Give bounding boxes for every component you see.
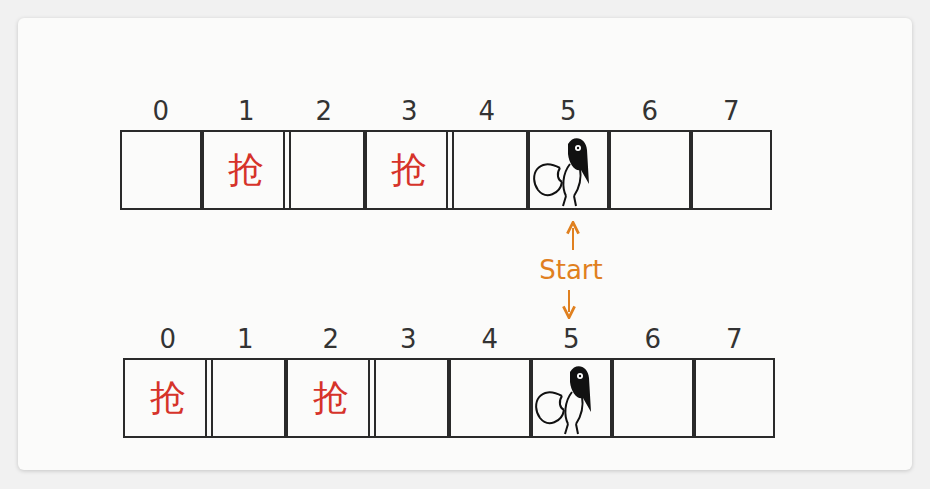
array-cell: 5 <box>531 358 613 438</box>
index-number: 2 <box>285 96 363 126</box>
rob-mark: 抢 <box>367 146 453 195</box>
index-number: 6 <box>611 96 689 126</box>
start-arrow <box>568 290 570 312</box>
array-cell: 6 <box>612 358 694 438</box>
array-cell: 6 <box>609 130 691 210</box>
index-number: 4 <box>448 96 526 126</box>
index-number: 0 <box>122 96 200 126</box>
index-number: 1 <box>204 96 290 126</box>
index-number: 1 <box>207 324 285 354</box>
rob-mark: 抢 <box>125 374 211 423</box>
index-number: 5 <box>533 324 611 354</box>
start-label: Start <box>537 255 605 285</box>
array-cell: 2 <box>283 130 365 210</box>
array-cell: 2抢 <box>286 358 376 438</box>
array-cell: 7 <box>694 358 776 438</box>
rob-mark: 抢 <box>288 374 374 423</box>
thief-figure <box>536 366 591 434</box>
rob-mark: 抢 <box>204 146 290 195</box>
index-number: 3 <box>370 324 448 354</box>
index-number: 4 <box>451 324 529 354</box>
array-cell: 4 <box>446 130 528 210</box>
array-cell: 7 <box>691 130 773 210</box>
array-cell: 1抢 <box>202 130 292 210</box>
array-cell: 4 <box>449 358 531 438</box>
array-cell: 3 <box>368 358 450 438</box>
index-number: 7 <box>696 324 774 354</box>
array-cell: 3抢 <box>365 130 455 210</box>
index-number: 2 <box>288 324 374 354</box>
index-number: 6 <box>614 324 692 354</box>
array-cell: 1 <box>205 358 287 438</box>
index-number: 5 <box>530 96 608 126</box>
start-arrow <box>572 228 574 250</box>
index-number: 7 <box>693 96 771 126</box>
index-number: 3 <box>367 96 453 126</box>
index-number: 0 <box>125 324 211 354</box>
array-cell: 5 <box>528 130 610 210</box>
array-cell: 0抢 <box>123 358 213 438</box>
thief-figure <box>534 138 589 206</box>
array-cell: 0 <box>120 130 202 210</box>
